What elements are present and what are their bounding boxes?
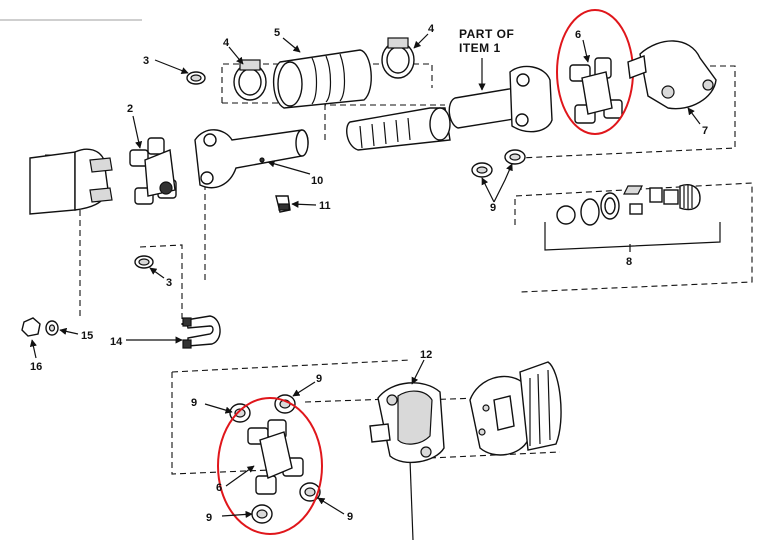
callout-14: 14 xyxy=(110,336,123,348)
flange-yoke-12 xyxy=(369,382,445,464)
grease-fitting-11 xyxy=(275,195,291,213)
callout-4-left: 4 xyxy=(223,37,230,49)
washer-15 xyxy=(45,320,59,336)
callout-9-lower-bottom-left: 9 xyxy=(206,512,212,524)
bracket-item-8 xyxy=(544,222,721,251)
dust-boot-5 xyxy=(273,49,372,109)
callout-9-middle: 9 xyxy=(490,202,496,214)
universal-joint-6-upper xyxy=(569,57,623,124)
u-bolt-14 xyxy=(182,315,221,349)
universal-joint-6-lower xyxy=(247,419,304,495)
callout-3-bottom: 3 xyxy=(166,277,172,289)
snap-ring-3-bottom xyxy=(134,255,154,269)
callout-10: 10 xyxy=(311,175,323,187)
callout-9-lower-left: 9 xyxy=(191,397,197,409)
nut-16 xyxy=(21,317,41,337)
callout-9-lower-bottom-right: 9 xyxy=(347,511,353,523)
callout-12: 12 xyxy=(420,349,432,361)
callout-5: 5 xyxy=(274,27,280,39)
centering-ball-kit-8 xyxy=(556,184,701,226)
highlight-circle-lower-6 xyxy=(217,397,323,535)
callout-7: 7 xyxy=(702,125,708,137)
callout-8: 8 xyxy=(626,256,632,268)
callout-15: 15 xyxy=(81,330,93,342)
leader-lines xyxy=(29,33,701,519)
boot-clamp-4-left xyxy=(233,59,267,101)
callout-9-lower-top: 9 xyxy=(316,373,322,385)
callout-11: 11 xyxy=(319,200,331,212)
callout-16: 16 xyxy=(30,361,42,373)
propeller-shaft-tube-left xyxy=(29,148,113,215)
callout-part-of: PART OF xyxy=(459,27,514,41)
slip-yoke-item-10 xyxy=(194,129,309,189)
callout-6-upper: 6 xyxy=(575,29,581,41)
boot-clamp-4-right xyxy=(381,37,415,79)
callout-3-top: 3 xyxy=(143,55,149,67)
snap-ring-3-top xyxy=(186,71,206,85)
universal-joint-2 xyxy=(129,137,177,205)
transfer-case-flange xyxy=(469,361,562,456)
callout-4-right: 4 xyxy=(428,23,435,35)
callout-item-1: ITEM 1 xyxy=(459,41,501,55)
driveshaft-tube-item-1 xyxy=(448,65,553,133)
snap-rings-9-middle xyxy=(471,149,526,178)
splined-shaft xyxy=(346,107,451,151)
callout-2: 2 xyxy=(127,103,133,115)
callout-6-lower: 6 xyxy=(216,482,222,494)
companion-flange-7 xyxy=(627,40,717,110)
